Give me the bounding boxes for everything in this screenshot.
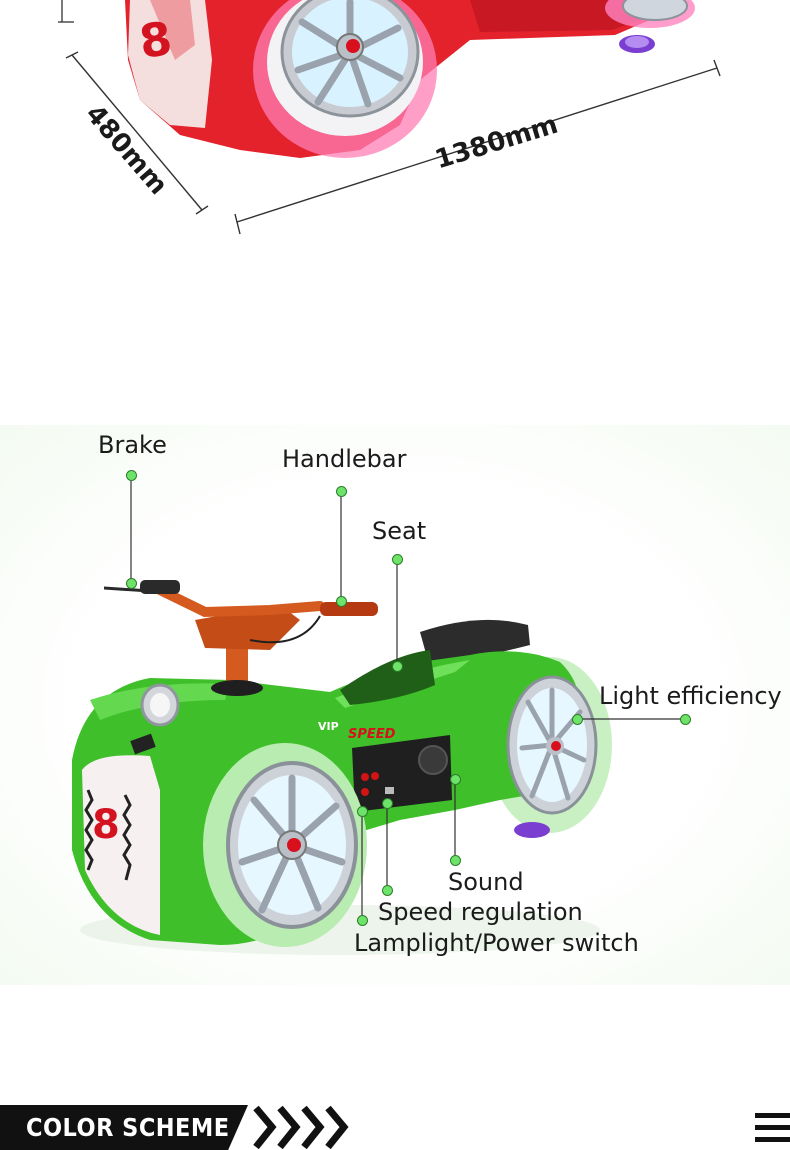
feature-diagram: SPEED VIP 8: [0, 425, 790, 985]
speed-regulation-label: Speed regulation: [378, 898, 583, 926]
brake-dot: [126, 470, 137, 481]
power-switch-dot: [357, 915, 368, 926]
number-decal: 8: [92, 802, 120, 848]
front-wheel-green: [226, 761, 358, 929]
dimension-section: 8 480mm 1380mm: [0, 0, 790, 260]
front-wheel: [280, 0, 420, 118]
brand-decal: SPEED: [348, 727, 396, 742]
sound-anchor-dot: [450, 774, 461, 785]
handlebar-dot: [336, 486, 347, 497]
seat-dot: [392, 554, 403, 565]
chevron-right-icon: [253, 1105, 349, 1150]
rear-wheel: [506, 675, 598, 815]
number-decal-top: 8: [136, 11, 175, 69]
speed-regulation-dot: [382, 885, 393, 896]
light-efficiency-label: Light efficiency: [599, 682, 782, 710]
light-efficiency-dot: [680, 714, 691, 725]
seat-anchor-dot: [392, 661, 403, 672]
callout-lines: [130, 475, 685, 920]
color-scheme-banner: COLOR SCHEME: [0, 1105, 790, 1150]
brake-label: Brake: [98, 431, 167, 459]
sound-dot: [450, 855, 461, 866]
green-motorcycle-image: SPEED VIP 8: [72, 475, 685, 955]
handlebar-label: Handlebar: [282, 445, 407, 473]
red-motorcycle-image: 8: [58, 0, 721, 235]
lamplight-power-switch-label: Lamplight/Power switch: [354, 929, 639, 957]
brake-anchor-dot: [126, 578, 137, 589]
banner-background: [0, 1105, 248, 1150]
banner-title: COLOR SCHEME: [26, 1113, 230, 1142]
power-switch-anchor-dot: [357, 806, 368, 817]
vip-decal: VIP: [318, 720, 339, 733]
light-efficiency-anchor-dot: [572, 714, 583, 725]
sound-label: Sound: [448, 868, 524, 896]
seat-label: Seat: [372, 517, 427, 545]
handlebar-anchor-dot: [336, 596, 347, 607]
speed-regulation-anchor-dot: [382, 798, 393, 809]
